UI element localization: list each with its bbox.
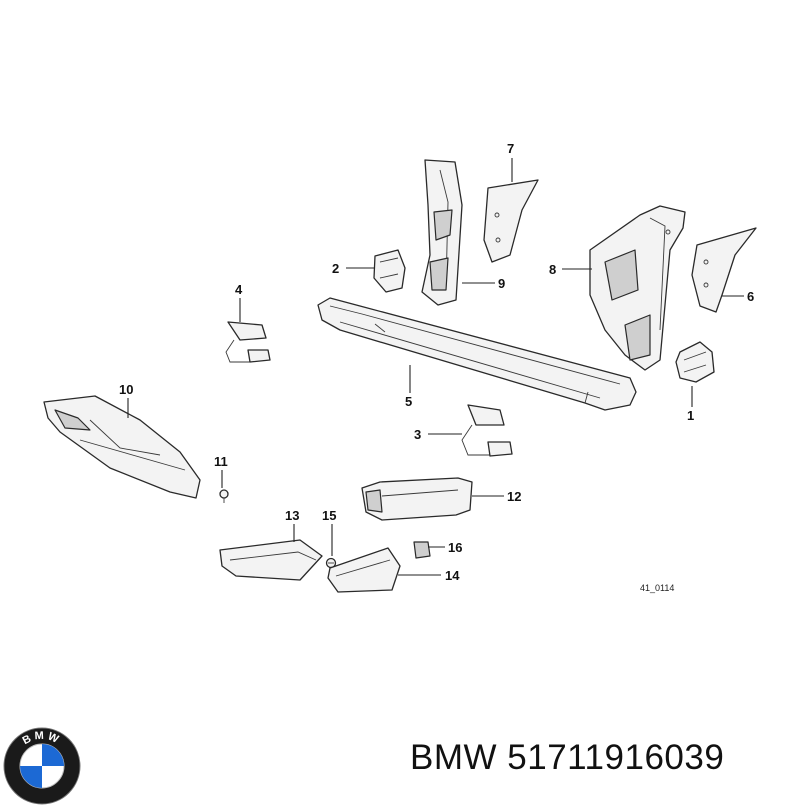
part-8-right-bracket xyxy=(589,205,686,371)
part-11-clip xyxy=(219,489,229,503)
part-5-cross-member xyxy=(317,297,637,411)
callout-5: 5 xyxy=(405,394,412,409)
callout-15: 15 xyxy=(322,508,336,523)
callout-11: 11 xyxy=(214,454,228,469)
part-9-left-bracket xyxy=(421,159,463,306)
brand-name: BMW xyxy=(410,738,498,777)
part-6-right-plate xyxy=(691,227,757,313)
part-number-label: BMW 51711916039 xyxy=(410,738,792,788)
part-12-bracket xyxy=(361,477,473,521)
callout-4: 4 xyxy=(235,282,243,297)
callout-8: 8 xyxy=(549,262,556,277)
part-1-lower-bracket xyxy=(675,341,715,383)
diagram-reference-code: 41_0114 xyxy=(640,583,674,593)
callout-16: 16 xyxy=(448,540,462,555)
part-16-mount xyxy=(413,541,431,559)
callout-numbers: 1 2 3 4 5 6 7 8 9 10 11 12 13 14 15 16 4… xyxy=(119,141,754,593)
part-13-lower-duct xyxy=(219,539,323,581)
callout-12: 12 xyxy=(507,489,521,504)
callout-10: 10 xyxy=(119,382,133,397)
svg-text:BMW: BMW xyxy=(21,730,63,747)
callout-2: 2 xyxy=(332,261,339,276)
part-2-small-bracket xyxy=(373,249,406,293)
logo-brand-letters: BMW xyxy=(21,730,60,747)
callout-3: 3 xyxy=(414,427,421,442)
callout-13: 13 xyxy=(285,508,299,523)
part-number: 51711916039 xyxy=(507,738,725,777)
part-14-lower-duct xyxy=(327,547,401,593)
callout-9: 9 xyxy=(498,276,505,291)
callout-14: 14 xyxy=(445,568,460,583)
callout-6: 6 xyxy=(747,289,754,304)
part-4-hook-bracket xyxy=(225,321,271,363)
part-7-left-plate xyxy=(483,179,539,263)
part-10-air-duct xyxy=(43,395,201,499)
part-3-hook-bracket xyxy=(461,404,513,457)
bmw-logo: BMW xyxy=(3,727,81,805)
leader-lines xyxy=(127,158,744,576)
callout-1: 1 xyxy=(687,408,694,423)
callout-7: 7 xyxy=(507,141,514,156)
